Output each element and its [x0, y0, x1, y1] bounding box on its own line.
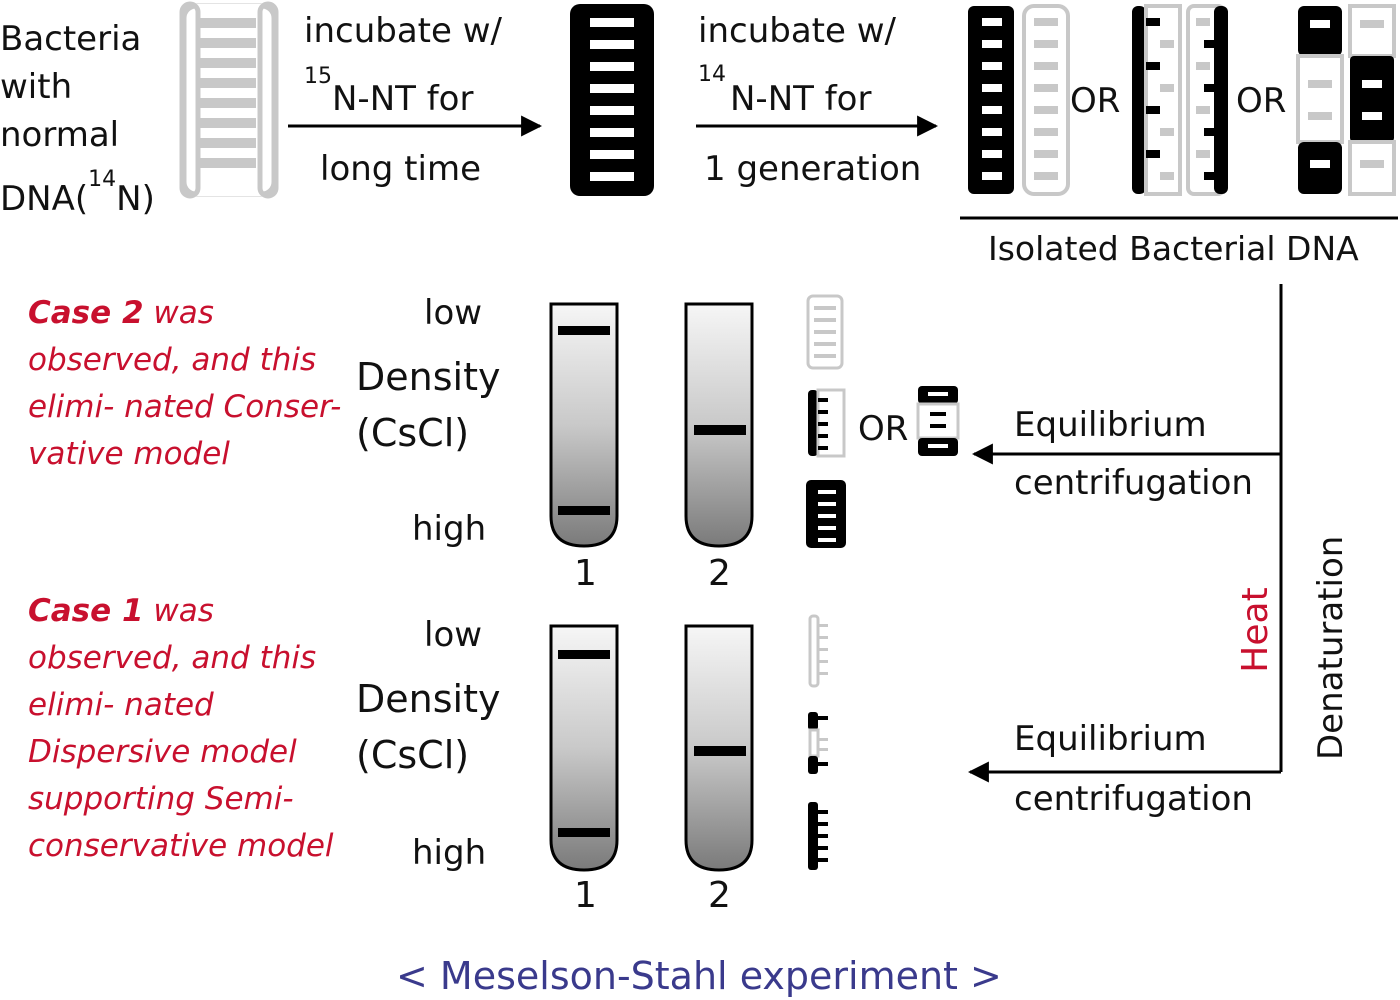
heat-label: Heat [1235, 587, 1276, 673]
upper-high-label: high [412, 509, 487, 549]
upper-hybrid-dna-icon [808, 388, 846, 458]
lower-high-label: high [412, 833, 487, 873]
upper-heavy-dna-icon [806, 480, 846, 548]
upper-or-label: OR [858, 409, 909, 449]
band-light [558, 650, 610, 659]
lower-heavy-strand-icon [808, 802, 828, 870]
lower-mixed-strand-icon [808, 712, 828, 774]
step2-superscript: 14 [698, 62, 726, 87]
upper-equilibrium-label: Equilibrium [1014, 405, 1207, 445]
upper-tube2-label: 2 [708, 553, 731, 594]
start-label-line2: with [0, 67, 73, 107]
start-label-line1: Bacteria [0, 19, 142, 59]
light-dna-ladder [179, 1, 279, 199]
upper-tube1-label: 1 [574, 553, 597, 594]
lower-case-note: Case 1 was observed, and this elimi- nat… [28, 593, 334, 864]
isolated-dna-label: Isolated Bacterial DNA [988, 229, 1359, 268]
lower-light-strand-icon [808, 614, 828, 688]
step2-line1: incubate w/ [698, 11, 896, 51]
step1-line2: N-NT for [332, 79, 474, 119]
denaturation-label: Denaturation [1311, 535, 1351, 760]
start-label-line3: normal [0, 115, 120, 155]
upper-low-label: low [424, 293, 483, 333]
upper-case-note: Case 2 was observed, and this elimi- nat… [28, 295, 342, 472]
start-label-line4: DNA(14N) [0, 167, 155, 219]
band-intermediate [694, 746, 746, 756]
or-label-2: OR [1236, 81, 1287, 121]
step2-line2: N-NT for [730, 79, 872, 119]
step1-line3: long time [320, 149, 482, 189]
band-light [558, 326, 610, 335]
upper-light-dna-icon [806, 294, 844, 370]
lower-tube-1 [549, 624, 619, 872]
dispersive-model-dna [1296, 4, 1396, 196]
step2-line3: 1 generation [704, 149, 922, 189]
lower-low-label: low [424, 615, 483, 655]
lower-cscl-label: (CsCl) [356, 733, 470, 777]
lower-tube1-label: 1 [574, 875, 597, 916]
lower-centrifugation-label: centrifugation [1014, 779, 1253, 819]
heavy-dna-ladder [570, 4, 654, 196]
upper-cscl-label: (CsCl) [356, 411, 470, 455]
figure-caption: < Meselson-Stahl experiment > [396, 954, 1002, 998]
conservative-model-dna [968, 4, 1070, 196]
upper-dispersive-dna-icon [916, 386, 960, 456]
semiconservative-model-dna [1132, 4, 1228, 196]
lower-tube-2 [684, 624, 754, 872]
lower-density-label: Density [356, 677, 501, 721]
band-heavy [558, 506, 610, 515]
upper-tube-1 [549, 302, 619, 548]
band-heavy [558, 828, 610, 837]
lower-equilibrium-label: Equilibrium [1014, 719, 1207, 759]
upper-tube-2 [684, 302, 754, 548]
step1-superscript: 15 [304, 64, 332, 89]
upper-density-label: Density [356, 355, 501, 399]
upper-centrifugation-label: centrifugation [1014, 463, 1253, 503]
step1-line1: incubate w/ [304, 11, 502, 51]
band-hybrid [694, 425, 746, 435]
or-label-1: OR [1070, 81, 1121, 121]
lower-tube2-label: 2 [708, 875, 731, 916]
